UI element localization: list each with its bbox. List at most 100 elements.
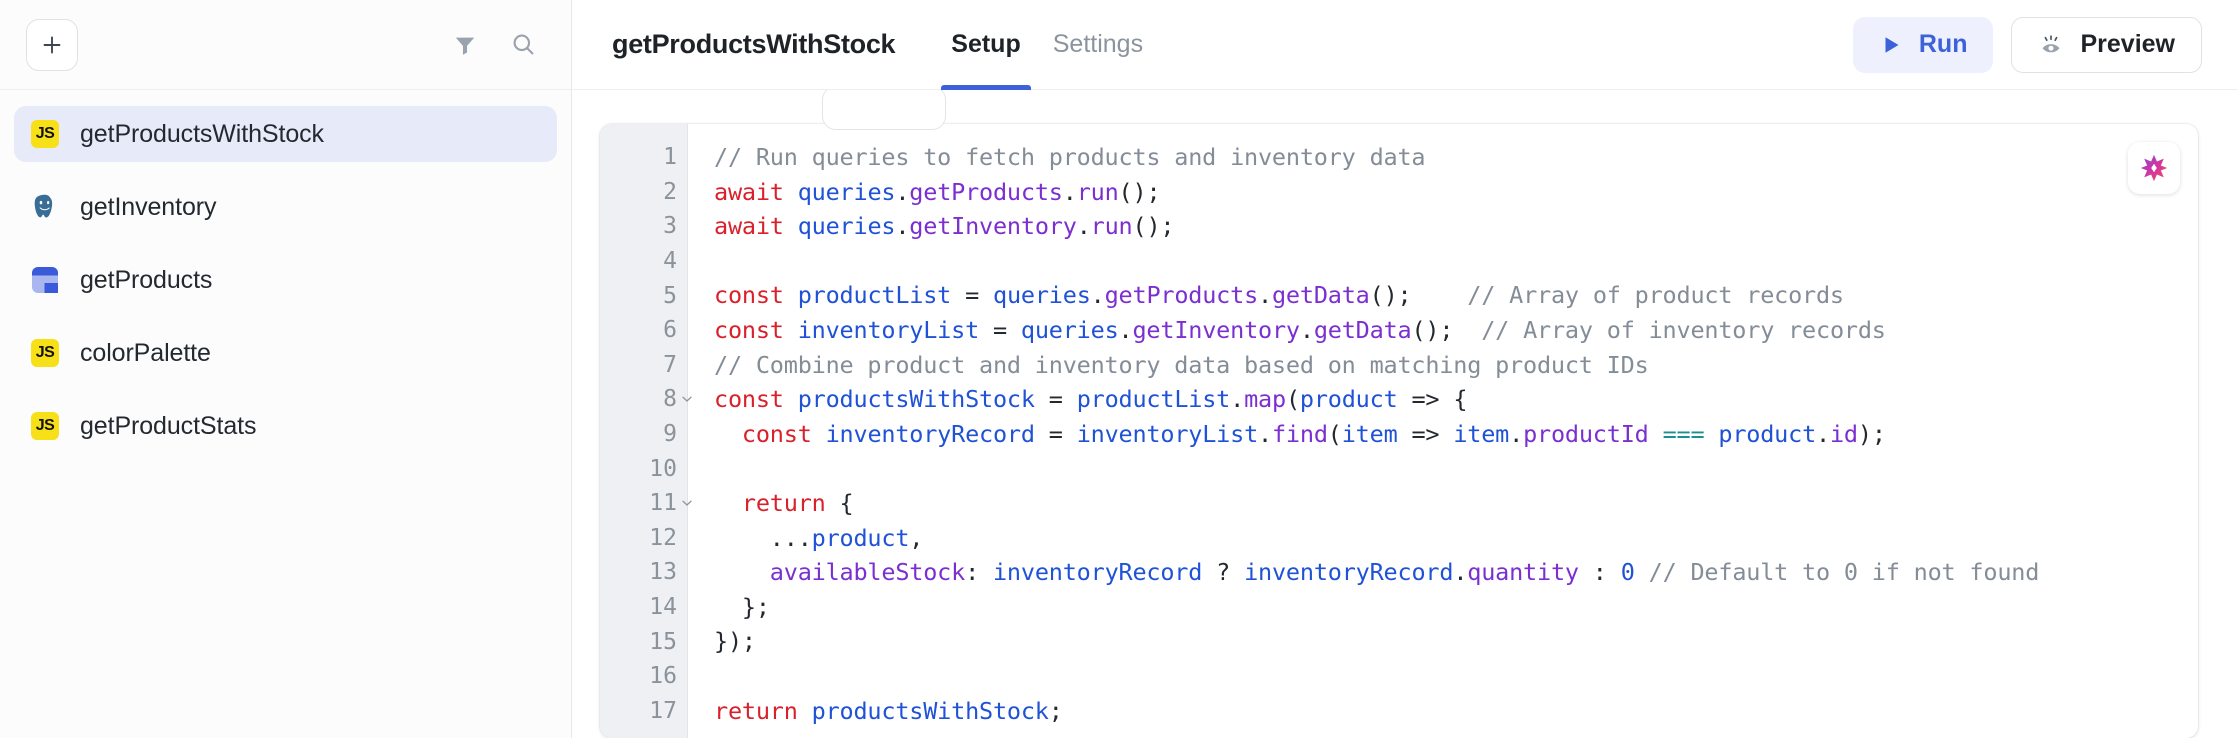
code-line[interactable]: availableStock: inventoryRecord ? invent… [714,555,2198,590]
code-line[interactable]: }); [714,624,2198,659]
sidebar-item-colorpalette[interactable]: JS colorPalette [14,325,557,381]
sidebar: JS getProductsWithStock getInventory [0,0,572,738]
code-token: ); [1857,419,1886,448]
js-icon: JS [30,119,60,149]
line-number: 8 [600,382,692,417]
code-token [1411,281,1467,309]
filter-button[interactable] [443,23,487,67]
line-number: 1 [663,144,677,171]
sidebar-item-label: getProductsWithStock [80,119,324,148]
code-token: productId [1523,419,1649,448]
code-token: inventoryRecord [992,558,1203,587]
code-token: await [714,212,798,241]
code-line[interactable]: const inventoryList = queries.getInvento… [714,313,2198,348]
code-token: ... [714,523,812,552]
js-icon: JS [30,338,60,368]
code-token: { [839,488,854,517]
tab-setup[interactable]: Setup [935,0,1036,90]
chevron-down-icon[interactable] [677,389,697,409]
main-header: getProductsWithStock Setup Settings Run [572,0,2238,90]
code-token: // Array of product records [1467,281,1844,310]
code-line[interactable]: await queries.getProducts.run(); [714,175,2198,210]
code-token: (); [1118,177,1161,206]
code-token: = [1034,419,1077,448]
code-content[interactable]: // Run queries to fetch products and inv… [688,124,2198,738]
chevron-down-icon[interactable] [677,493,697,513]
code-token [1453,316,1481,344]
code-line[interactable]: const inventoryRecord = inventoryList.fi… [714,417,2198,452]
code-token: run [1090,212,1133,241]
run-button[interactable]: Run [1852,16,1994,73]
code-token: = [979,315,1021,344]
code-token: availableStock [769,558,966,587]
code-line[interactable]: }; [714,590,2198,625]
code-line[interactable]: // Run queries to fetch products and inv… [714,140,2198,175]
line-number: 16 [649,663,677,690]
line-number: 12 [649,524,677,551]
sidebar-item-getinventory[interactable]: getInventory [14,179,557,235]
preview-button[interactable]: Preview [2011,16,2202,73]
run-button-label: Run [1918,30,1968,58]
code-token: await [714,177,798,206]
code-token: queries [993,281,1091,310]
code-token [1649,420,1663,448]
table-icon [30,265,60,295]
tab-settings[interactable]: Settings [1052,30,1144,58]
code-token: : [1578,558,1621,587]
code-line[interactable] [714,659,2198,694]
code-token: . [1509,419,1524,448]
code-token: . [1230,385,1245,414]
line-number: 5 [663,282,677,309]
code-line[interactable]: return { [714,486,2198,521]
sub-toolbar-stub[interactable] [822,86,946,130]
code-token: queries [797,212,896,241]
code-token: . [1090,281,1105,310]
code-token: . [1299,315,1314,344]
play-icon [1879,33,1903,57]
code-token: getProducts [1104,281,1259,310]
search-button[interactable] [501,23,545,67]
code-token: }; [714,592,770,621]
line-number: 7 [663,351,677,378]
code-token: 0 [1620,558,1635,587]
code-token: ( [1327,419,1342,448]
sidebar-item-list: JS getProductsWithStock getInventory [0,90,571,738]
code-token: . [895,212,910,241]
code-token: const [714,419,826,448]
code-token: product [1299,385,1398,414]
ai-sparkle-icon[interactable] [2128,142,2180,194]
code-token: => { [1397,385,1468,414]
line-number: 6 [663,317,677,344]
code-token: = [951,281,993,310]
code-token: inventoryList [797,315,980,344]
plus-icon [43,36,61,53]
code-token: (); [1411,315,1454,344]
code-token: . [895,177,910,206]
code-token: === [1662,419,1705,448]
code-token: return [714,696,812,725]
code-token: run [1076,177,1119,206]
sidebar-item-getproductstats[interactable]: JS getProductStats [14,398,557,454]
code-line[interactable] [714,451,2198,486]
code-token: . [1816,419,1830,448]
add-button[interactable] [26,18,78,71]
code-line[interactable]: const productList = queries.getProducts.… [714,278,2198,313]
code-line[interactable] [714,244,2198,279]
code-line[interactable]: return productsWithStock; [714,694,2198,729]
postgres-icon [30,192,60,222]
code-line[interactable]: ...product, [714,521,2198,556]
sidebar-item-getproductswithstock[interactable]: JS getProductsWithStock [14,106,557,162]
line-number: 15 [649,628,677,655]
code-token: productsWithStock [811,696,1049,725]
main-panel: getProductsWithStock Setup Settings Run [572,0,2238,738]
code-line[interactable]: await queries.getInventory.run(); [714,209,2198,244]
sidebar-item-getproducts[interactable]: getProducts [14,252,557,308]
code-line[interactable]: // Combine product and inventory data ba… [714,348,2198,383]
code-token: . [1453,558,1468,587]
code-token: // Combine product and inventory data ba… [714,350,1649,379]
code-line[interactable]: const productsWithStock = productList.ma… [714,382,2198,417]
code-token: ( [1285,385,1300,414]
filter-icon [455,37,475,55]
